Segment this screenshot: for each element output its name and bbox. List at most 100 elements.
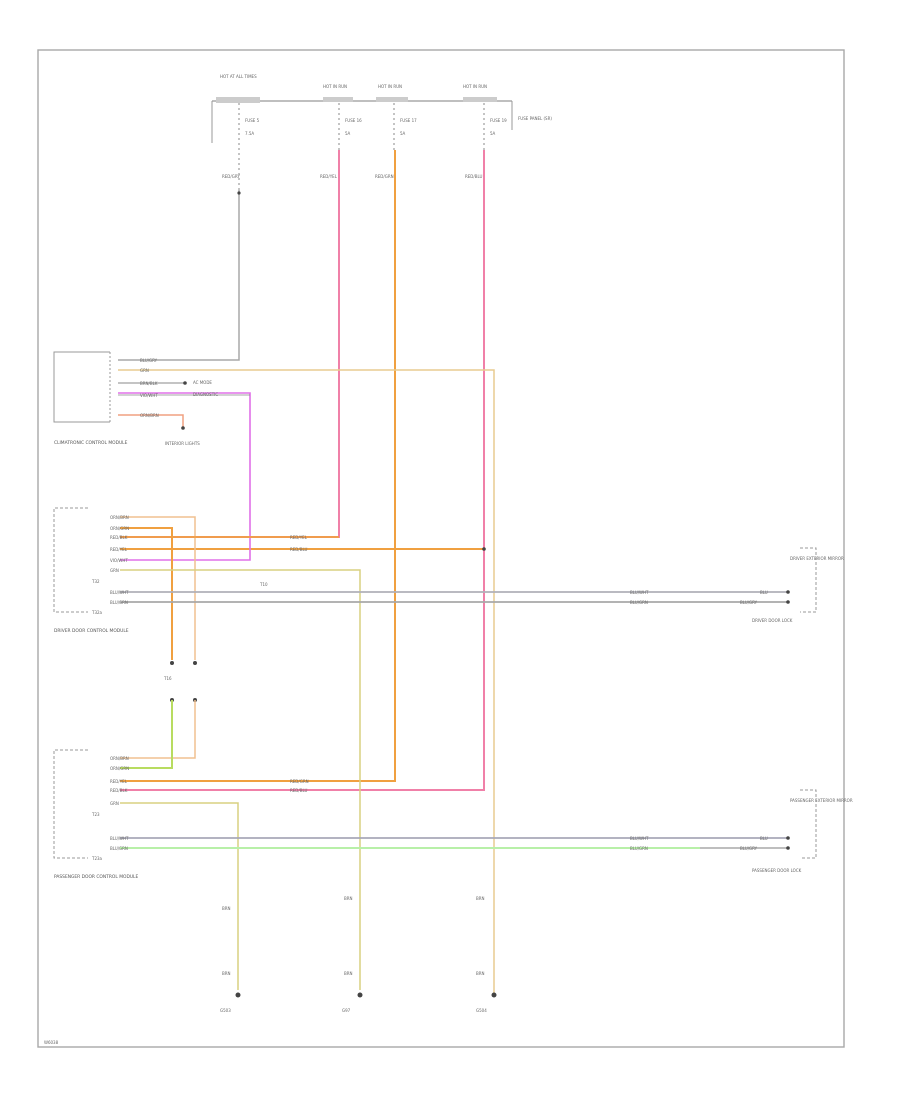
driver-mirror: DRIVER EXTERIOR MIRROR DRIVER DOOR LOCK …	[630, 547, 844, 623]
svg-text:BRN: BRN	[344, 896, 353, 901]
top-wire-label-3: RED/GRN	[375, 174, 394, 179]
svg-text:FUSE 17: FUSE 17	[400, 118, 417, 123]
diagram-frame	[37, 49, 845, 1048]
svg-text:G503: G503	[220, 1008, 231, 1013]
svg-text:RED/YEL: RED/YEL	[110, 779, 128, 784]
svg-text:VIO/WHT: VIO/WHT	[110, 558, 128, 563]
svg-text:RED/YEL: RED/YEL	[110, 547, 128, 552]
passenger-module: PASSENGER DOOR CONTROL MODULE	[53, 749, 138, 880]
svg-text:BRN: BRN	[476, 971, 485, 976]
svg-text:PASSENGER DOOR LOCK: PASSENGER DOOR LOCK	[752, 868, 802, 873]
fuse-4: FUSE 19 5A	[483, 103, 507, 150]
svg-text:5A: 5A	[400, 131, 406, 136]
svg-text:BLU/GRY: BLU/GRY	[740, 846, 758, 851]
ground-1: BRN BRN G503	[220, 906, 241, 1013]
svg-text:5A: 5A	[490, 131, 496, 136]
svg-text:BLU/WHT: BLU/WHT	[110, 836, 129, 841]
top-wire-label-1: RED/GRY	[222, 174, 240, 179]
wire-orange-fuse3	[120, 150, 396, 782]
svg-text:5A: 5A	[345, 131, 351, 136]
svg-text:PASSENGER DOOR CONTROL MODULE: PASSENGER DOOR CONTROL MODULE	[54, 874, 138, 880]
wire-passenger-orn-brn	[120, 700, 196, 759]
svg-text:T23a: T23a	[91, 856, 103, 861]
ground-3: BRN BRN G504	[476, 896, 497, 1013]
footer-code: W6038	[44, 1040, 59, 1045]
svg-text:BRN: BRN	[222, 971, 231, 976]
svg-text:RED/GRN: RED/GRN	[290, 779, 309, 784]
wire-orn-brn-lights	[118, 414, 184, 428]
svg-text:ORN/BRN: ORN/BRN	[110, 756, 129, 761]
hot-label-3: HOT IN RUN	[378, 84, 402, 89]
wire-tan-climatronic-green	[118, 369, 495, 995]
svg-text:BLU/WHT: BLU/WHT	[630, 590, 649, 595]
wire-driver-orn-brn	[120, 516, 196, 660]
wire-red-fuse2	[120, 150, 340, 538]
svg-text:BLU: BLU	[760, 590, 768, 595]
fuse-block-label: FUSE PANEL (SR)	[518, 116, 552, 121]
svg-text:PASSENGER EXTERIOR MIRROR: PASSENGER EXTERIOR MIRROR	[790, 798, 853, 803]
svg-text:BLU/WHT: BLU/WHT	[110, 590, 129, 595]
svg-text:FUSE 5: FUSE 5	[245, 118, 260, 123]
svg-text:DRIVER DOOR LOCK: DRIVER DOOR LOCK	[752, 618, 793, 623]
driver-wire-labels: ORN/BRN ORN/GRN RED/BLK RED/YEL VIO/WHT …	[91, 515, 308, 615]
top-wire-label-2: RED/YEL	[320, 174, 338, 179]
wire-violet	[118, 392, 251, 561]
passenger-mirror: PASSENGER EXTERIOR MIRROR PASSENGER DOOR…	[630, 789, 853, 873]
svg-text:ORN/BRN: ORN/BRN	[110, 515, 129, 520]
svg-text:BLU: BLU	[760, 836, 768, 841]
svg-text:G97: G97	[342, 1008, 351, 1013]
svg-text:T32: T32	[91, 579, 100, 584]
svg-text:RED/BLU: RED/BLU	[290, 788, 308, 793]
hot-label-1: HOT AT ALL TIMES	[220, 74, 257, 79]
svg-text:BLU/GRY: BLU/GRY	[140, 358, 158, 363]
ground-2: BRN BRN G97	[342, 896, 363, 1013]
svg-text:RED/BLK: RED/BLK	[110, 535, 128, 540]
fuse-bus: HOT AT ALL TIMES HOT IN RUN HOT IN RUN H…	[211, 74, 552, 143]
svg-text:BRN/BLK: BRN/BLK	[140, 381, 158, 386]
svg-text:ORN/GRN: ORN/GRN	[110, 766, 129, 771]
climatronic-module: CLIMATRONIC CONTROL MODULE	[53, 351, 128, 446]
svg-text:T10: T10	[259, 582, 268, 587]
svg-text:RED/YEL: RED/YEL	[290, 535, 308, 540]
hot-label-2: HOT IN RUN	[323, 84, 347, 89]
svg-text:BLU/GRN: BLU/GRN	[630, 600, 648, 605]
svg-text:ORN/BRN: ORN/BRN	[140, 413, 159, 418]
svg-text:DIAGNOSTIC: DIAGNOSTIC	[193, 392, 218, 397]
svg-text:T32a: T32a	[91, 610, 103, 615]
ground-1-symbol	[235, 992, 241, 998]
svg-text:FUSE 16: FUSE 16	[345, 118, 362, 123]
fuse-2: FUSE 16 5A	[338, 103, 362, 150]
svg-text:CLIMATRONIC CONTROL MODULE: CLIMATRONIC CONTROL MODULE	[54, 440, 128, 446]
passenger-wire-labels: ORN/BRN ORN/GRN RED/YEL RED/BLK GRN BLU/…	[91, 756, 309, 861]
fuse-1: FUSE 5 7.5A	[238, 103, 260, 190]
hot-label-4: HOT IN RUN	[463, 84, 487, 89]
svg-text:T23: T23	[91, 812, 100, 817]
connector-block: T16	[163, 661, 197, 702]
wire-passenger-grn	[120, 802, 239, 990]
svg-text:INTERIOR LIGHTS: INTERIOR LIGHTS	[165, 441, 200, 446]
climatronic-wire-labels: BLU/GRY GRN BRN/BLK VIO/WHT ORN/BRN AC M…	[140, 358, 218, 446]
svg-text:BRN: BRN	[476, 896, 485, 901]
fuse-3: FUSE 17 5A	[393, 103, 417, 150]
driver-module: DRIVER DOOR CONTROL MODULE	[53, 507, 129, 634]
svg-text:BLU/GRN: BLU/GRN	[110, 846, 128, 851]
svg-text:BRN: BRN	[222, 906, 231, 911]
svg-text:BLU/GRY: BLU/GRY	[740, 600, 758, 605]
svg-text:G504: G504	[476, 1008, 487, 1013]
svg-text:BRN: BRN	[344, 971, 353, 976]
svg-text:7.5A: 7.5A	[245, 131, 254, 136]
svg-text:BLU/WHT: BLU/WHT	[630, 836, 649, 841]
svg-text:RED/BLU: RED/BLU	[290, 547, 308, 552]
svg-text:DRIVER DOOR CONTROL MODULE: DRIVER DOOR CONTROL MODULE	[54, 628, 129, 634]
svg-text:FUSE 19: FUSE 19	[490, 118, 507, 123]
svg-text:RED/BLK: RED/BLK	[110, 788, 128, 793]
svg-text:AC MODE: AC MODE	[193, 380, 212, 385]
svg-text:BLU/GRN: BLU/GRN	[110, 600, 128, 605]
ground-3-symbol	[491, 992, 497, 998]
ground-2-symbol	[357, 992, 363, 998]
svg-text:BLU/GRN: BLU/GRN	[630, 846, 648, 851]
wire-passenger-orn-grn	[120, 700, 173, 769]
wire-gray-fuse1	[118, 190, 240, 361]
svg-text:T16: T16	[163, 676, 172, 681]
